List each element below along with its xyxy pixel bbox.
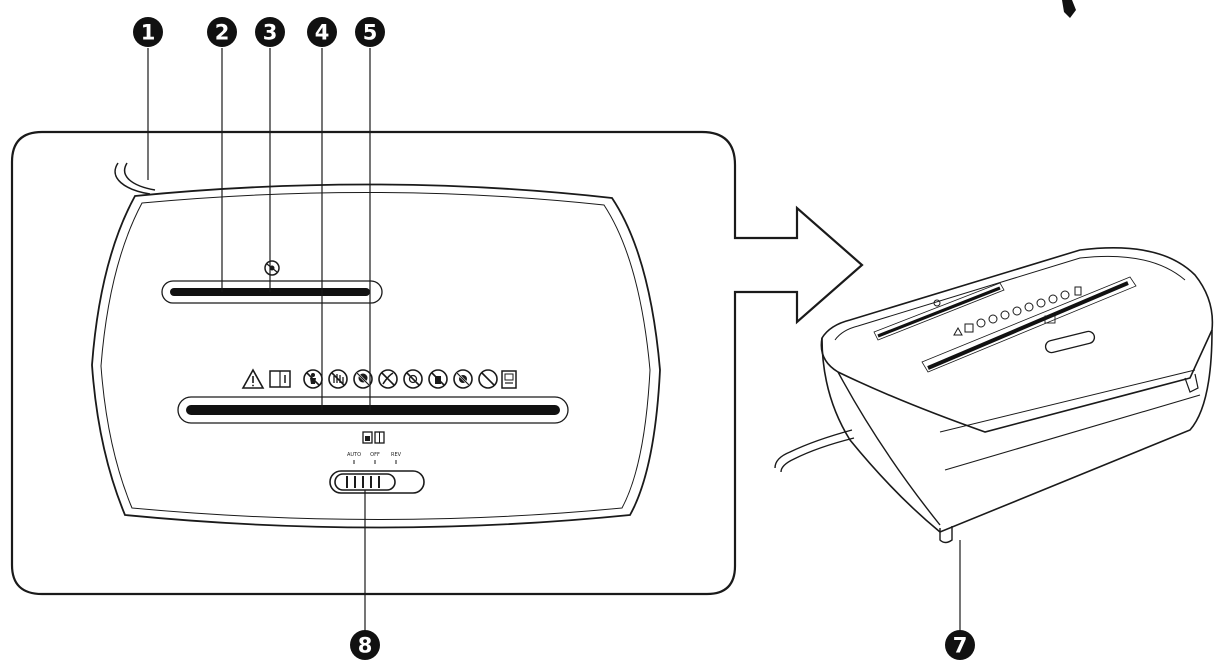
no-cd-icon: [478, 369, 498, 389]
mode-switch-slider[interactable]: [334, 473, 396, 491]
svg-text:2: 2: [215, 21, 230, 45]
shredder-3d-top: [820, 247, 1214, 433]
power-cord-inner: [124, 162, 156, 191]
callout-8: 8: [350, 630, 380, 660]
partial-mark: [1062, 0, 1076, 18]
mode-switch-track[interactable]: [329, 470, 425, 494]
paper-slot: [186, 405, 560, 415]
sheet-capacity-icon: [501, 370, 517, 389]
mode-indicator-icons: [362, 431, 385, 444]
no-children-icon: [303, 369, 323, 389]
warning-triangle-icon: [241, 368, 265, 389]
no-spray-icon: [428, 369, 448, 389]
svg-text:7: 7: [953, 634, 968, 658]
callout-1: 1: [133, 17, 163, 47]
switch-label-off: OFF: [370, 452, 380, 458]
switch-label-auto: AUTO: [347, 452, 361, 458]
cd-slot-outline: [161, 280, 383, 304]
read-manual-icon: [269, 370, 291, 388]
switch-tick-marks: [353, 460, 397, 464]
shredder-3d-foot: [939, 526, 953, 544]
callout-2: 2: [207, 17, 237, 47]
detail-frame-with-arrow: [10, 130, 864, 596]
svg-text:3: 3: [263, 21, 278, 45]
power-cord: [114, 162, 151, 195]
shredder-top-outline: [91, 183, 661, 529]
callout-4: 4: [307, 17, 337, 47]
svg-text:4: 4: [315, 21, 330, 45]
warning-icons-row: [241, 368, 517, 389]
switch-label-rev: REV: [391, 452, 402, 458]
callout-7: 7: [945, 630, 975, 660]
no-tie-icon: [378, 369, 398, 389]
shredder-3d-cord: [774, 429, 853, 469]
no-aerosol-icon: [453, 369, 473, 389]
svg-text:8: 8: [358, 634, 373, 658]
callout-5: 5: [355, 17, 385, 47]
shredder-3d-view: [820, 247, 1214, 544]
callout-3: 3: [255, 17, 285, 47]
paper-slot-outline: [177, 396, 569, 424]
shredder-3d-body: [821, 329, 1213, 533]
no-hand-icon: [328, 369, 348, 389]
shredder-3d-cord-inner: [780, 437, 855, 473]
leader-lines: [147, 48, 961, 632]
svg-text:5: 5: [363, 21, 378, 45]
no-hair-icon: [353, 369, 373, 389]
shredder-top-inner-outline: [100, 192, 651, 520]
cd-symbol-icon: [264, 260, 280, 276]
svg-text:1: 1: [141, 21, 156, 45]
no-jewelry-icon: [403, 369, 423, 389]
